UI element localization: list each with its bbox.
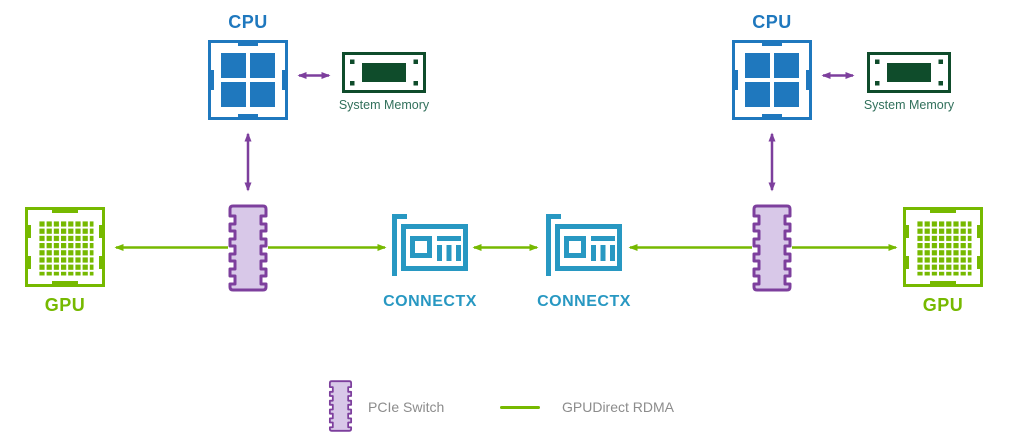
- system-memory-left-label: System Memory: [338, 98, 430, 112]
- node-connectx-left: [391, 212, 469, 280]
- system-memory-icon: [867, 52, 951, 93]
- node-pcie-switch-right: [752, 204, 792, 292]
- cpu-icon: [208, 40, 288, 120]
- connectx-right-label: CONNECTX: [537, 293, 631, 310]
- connectx-left-label: CONNECTX: [383, 293, 477, 310]
- node-gpu-left: [25, 207, 105, 287]
- legend-gpudirect-line: [500, 406, 540, 409]
- node-cpu-right: [732, 40, 812, 120]
- node-system-memory-right: [867, 52, 951, 93]
- pcie-switch-legend-icon: [328, 380, 353, 432]
- connectx-icon: [392, 214, 468, 276]
- legend-gpudirect-rdma-label: GPUDirect RDMA: [562, 399, 675, 415]
- gpu-icon: [903, 207, 983, 287]
- gpu-icon: [25, 207, 105, 287]
- legend-pcie-switch-label: PCIe Switch: [368, 399, 445, 415]
- system-memory-icon: [342, 52, 426, 93]
- pcie-switch-icon: [228, 204, 268, 292]
- cpu-left-label: CPU: [228, 12, 268, 32]
- node-gpu-right: [903, 207, 983, 287]
- node-system-memory-left: [342, 52, 426, 93]
- pcie-switch-icon: [752, 204, 792, 292]
- gpu-right-label: GPU: [922, 295, 964, 315]
- connectx-icon: [546, 214, 622, 276]
- node-cpu-left: [208, 40, 288, 120]
- system-memory-right-label: System Memory: [863, 98, 955, 112]
- node-pcie-switch-left: [228, 204, 268, 292]
- node-connectx-right: [545, 212, 623, 280]
- cpu-icon: [732, 40, 812, 120]
- cpu-right-label: CPU: [752, 12, 792, 32]
- legend-pcie-switch: [328, 380, 353, 437]
- gpu-left-label: GPU: [44, 295, 86, 315]
